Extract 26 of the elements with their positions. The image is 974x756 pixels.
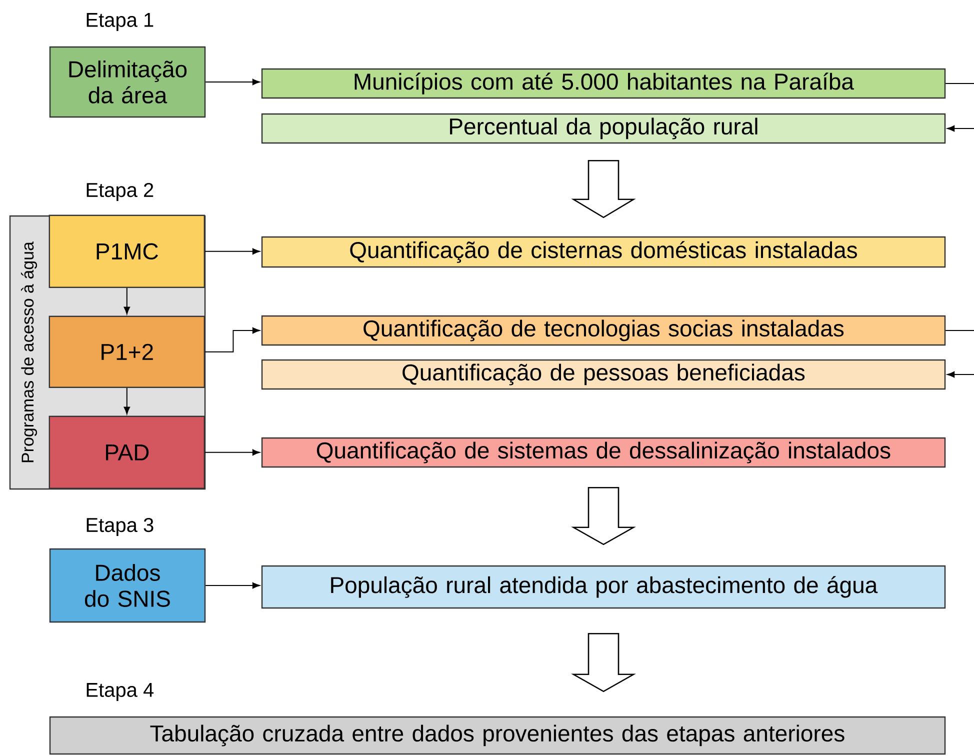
- arrow: [205, 78, 260, 86]
- block-arrow: [571, 160, 636, 218]
- result-box: Percentual da população rural: [261, 113, 946, 144]
- result-box: População rural atendida por abastecimento de água: [261, 565, 946, 609]
- arrow: [204, 327, 260, 352]
- block-arrow: [571, 632, 636, 692]
- result-box: Quantificação de tecnologias socias instaladas: [261, 315, 946, 346]
- result-box: Tabulação cruzada entre dados provenientes das etapas anteriores: [49, 716, 946, 755]
- step-label: Etapa 3: [86, 518, 154, 536]
- process-box: P1MC: [48, 214, 205, 288]
- process-box: Dados do SNIS: [49, 548, 206, 623]
- process-box: PAD: [48, 416, 205, 489]
- result-box: Quantificação de sistemas de dessalinização instalados: [261, 437, 946, 468]
- process-box: P1+2: [48, 316, 205, 388]
- process-box: Delimitação da área: [49, 46, 206, 118]
- block-arrow: [571, 486, 636, 546]
- arrow: [945, 83, 974, 132]
- arrow: [204, 248, 260, 254]
- result-box: Quantificação de cisternas domésticas instaladas: [261, 236, 946, 268]
- arrow: [945, 330, 974, 378]
- result-box: Quantificação de pessoas beneficiadas: [261, 359, 946, 390]
- arrow: [124, 288, 130, 314]
- arrow: [205, 582, 260, 589]
- result-box: Municípios com até 5.000 habitantes na Paraíba: [261, 68, 946, 99]
- arrow: [124, 388, 130, 414]
- arrow: [204, 449, 260, 456]
